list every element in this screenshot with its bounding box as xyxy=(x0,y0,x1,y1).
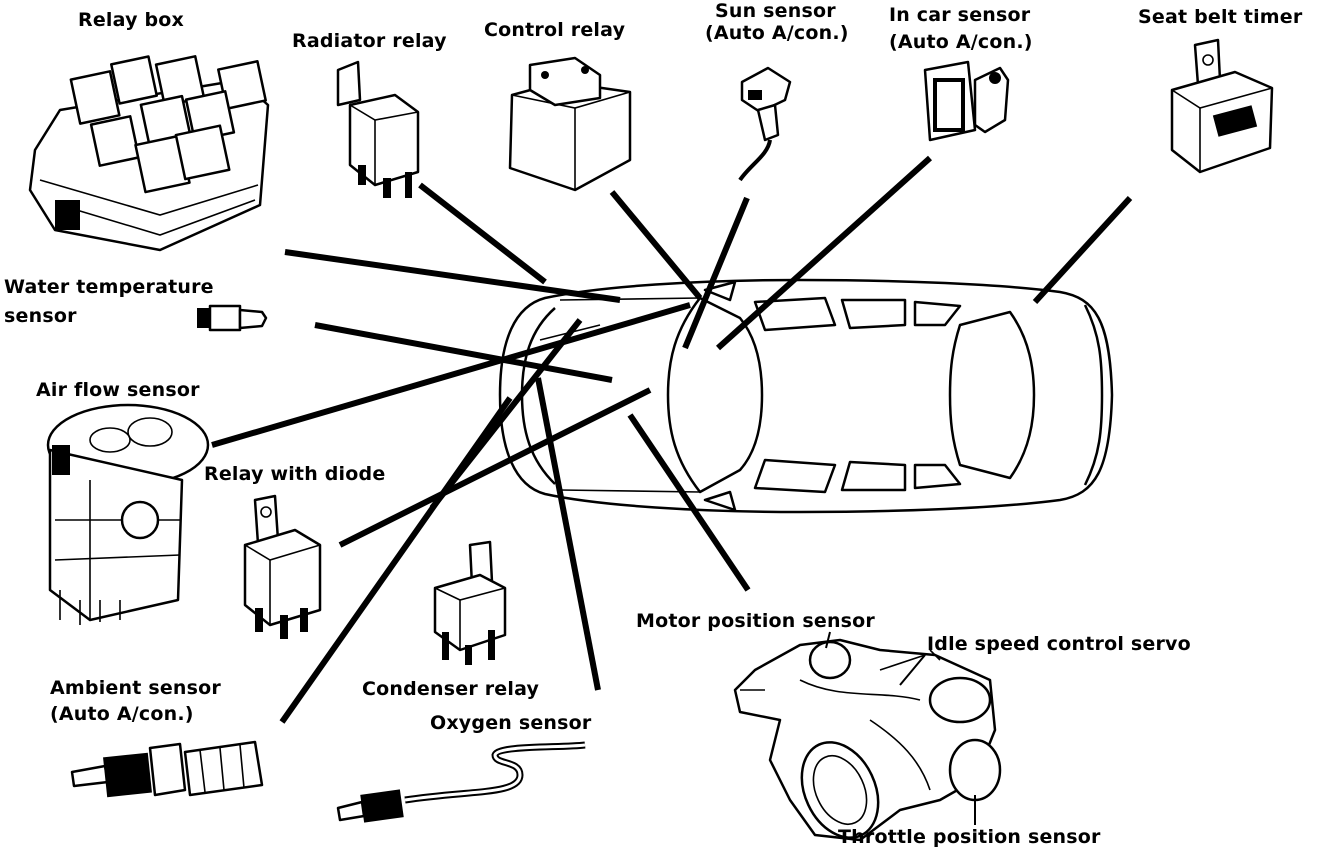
leader-relay-with-diode xyxy=(338,387,652,548)
label-relay-with-diode: Relay with diode xyxy=(204,463,386,485)
leader-oxygen-sensor xyxy=(535,377,601,691)
ambient-sensor-drawing xyxy=(70,740,264,798)
leader-in-car-sensor xyxy=(715,155,933,351)
condenser-relay-drawing xyxy=(433,540,507,665)
label-relay-box: Relay box xyxy=(78,9,184,31)
leader-condenser-relay xyxy=(429,318,583,510)
label-sun-sensor: Sun sensor xyxy=(715,0,836,22)
label-idle-speed-control-servo: Idle speed control servo xyxy=(927,633,1191,655)
seat-belt-timer-drawing xyxy=(1170,38,1274,174)
control-relay-drawing xyxy=(508,56,632,192)
leader-lines xyxy=(211,155,1133,724)
leader-ambient-sensor xyxy=(279,396,513,724)
relay-box-drawing xyxy=(28,55,270,252)
label-oxygen-sensor: Oxygen sensor xyxy=(430,712,592,734)
label-throttle-position-sensor: Throttle position sensor xyxy=(838,826,1101,848)
label-radiator-relay: Radiator relay xyxy=(292,30,447,52)
radiator-relay-drawing xyxy=(336,60,420,198)
leader-control-relay xyxy=(609,190,703,300)
relay-with-diode-drawing xyxy=(243,494,322,639)
leader-water-temperature-sensor xyxy=(314,322,613,383)
water-temperature-sensor-drawing xyxy=(197,304,268,332)
oxygen-sensor-drawing xyxy=(336,741,586,823)
leader-relay-box xyxy=(284,249,621,303)
label-in-car-sensor: In car sensor xyxy=(889,4,1031,26)
air-flow-sensor-drawing xyxy=(46,403,210,625)
label-water-temperature: Water temperature xyxy=(4,276,214,298)
label-ambient-sensor: Ambient sensor xyxy=(50,677,221,699)
label-motor-position-sensor: Motor position sensor xyxy=(636,610,876,632)
sun-sensor-drawing xyxy=(738,66,792,182)
leader-seat-belt-timer xyxy=(1032,195,1133,305)
label-water-temperature-sensor: sensor xyxy=(4,305,77,327)
leader-throttle-body xyxy=(627,413,751,592)
leader-sun-sensor xyxy=(682,196,750,350)
label-condenser-relay: Condenser relay xyxy=(362,678,540,700)
label-ambient-sensor-note: (Auto A/con.) xyxy=(50,703,194,725)
car-top-view xyxy=(498,278,1114,514)
label-air-flow-sensor: Air flow sensor xyxy=(36,379,200,401)
leader-radiator-relay xyxy=(418,182,547,285)
throttle-body-drawing xyxy=(733,631,1002,842)
label-seat-belt-timer: Seat belt timer xyxy=(1138,6,1303,28)
label-in-car-sensor-note: (Auto A/con.) xyxy=(889,31,1033,53)
leader-air-flow-sensor xyxy=(211,302,691,448)
in-car-sensor-drawing xyxy=(923,60,1010,142)
label-control-relay: Control relay xyxy=(484,19,626,41)
label-sun-sensor-note: (Auto A/con.) xyxy=(705,22,849,44)
